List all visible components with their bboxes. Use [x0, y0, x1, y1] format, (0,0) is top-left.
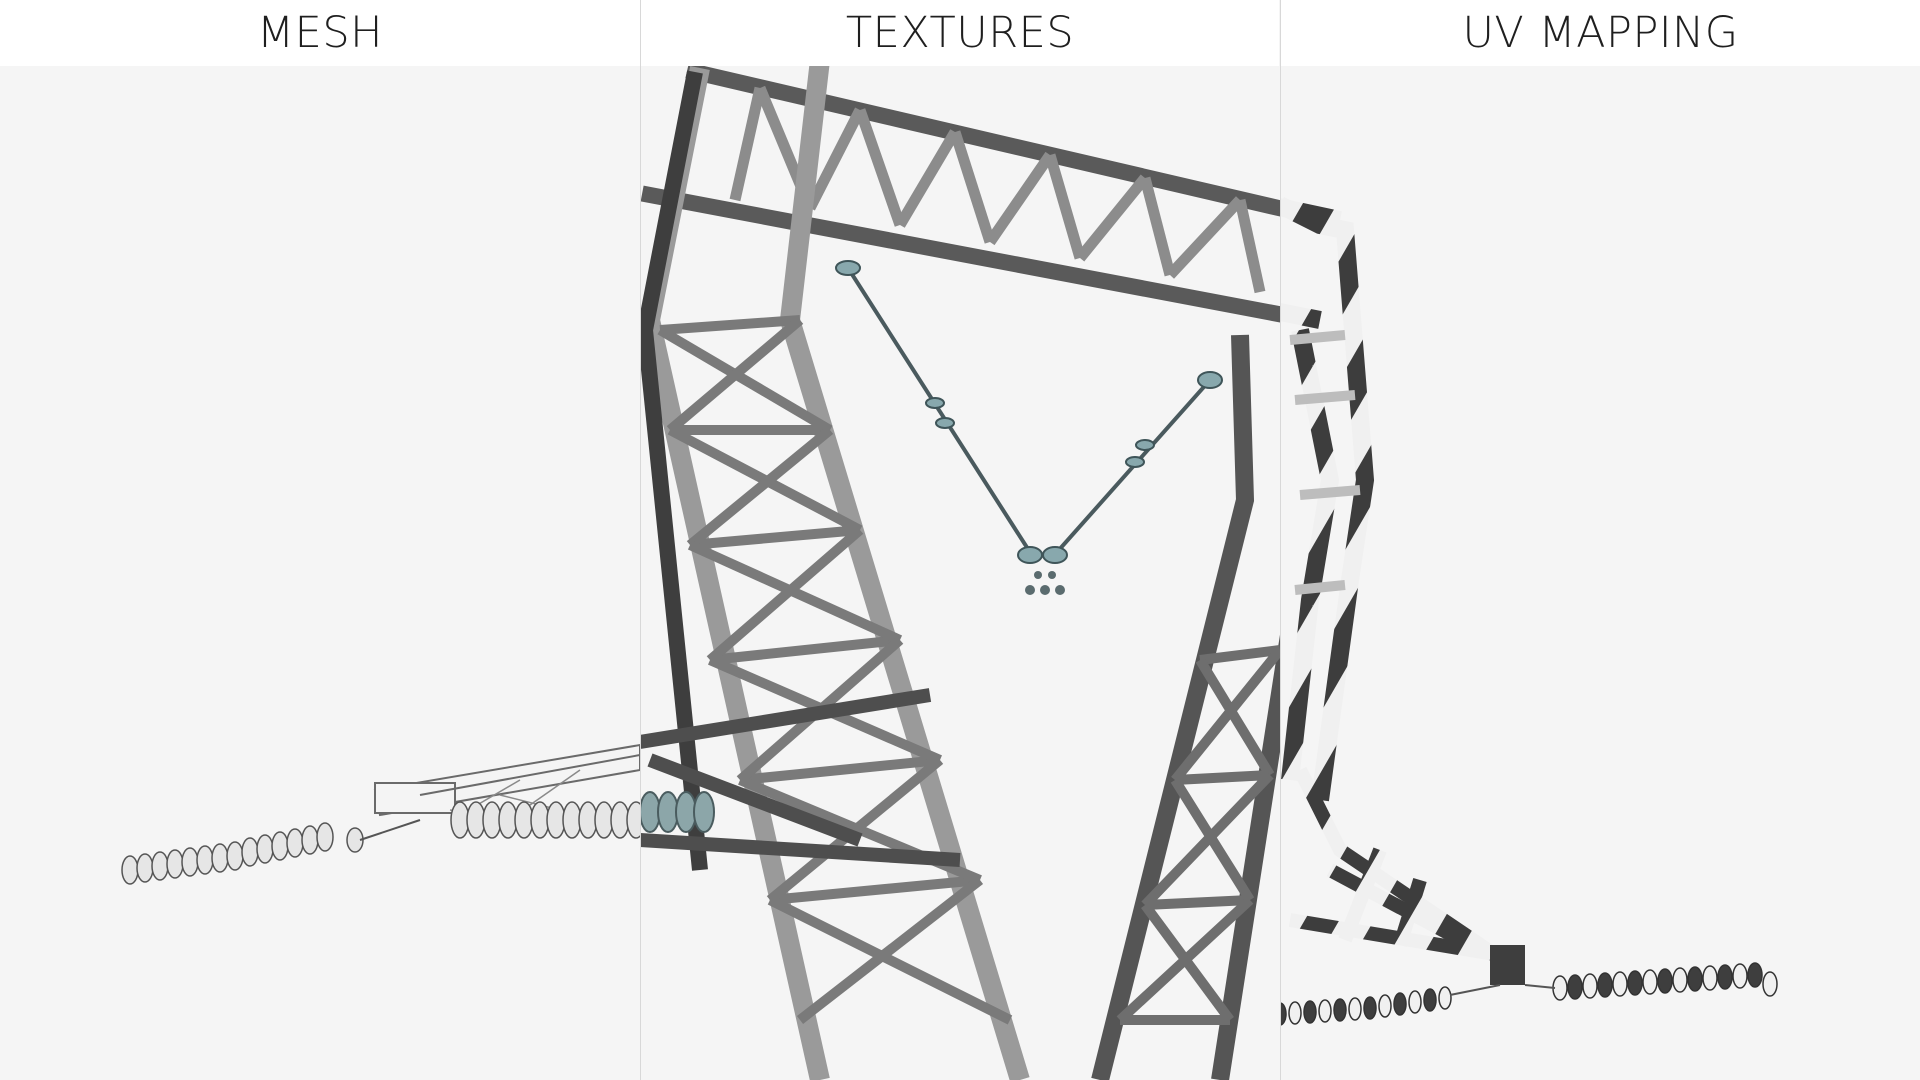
panel-divider [1280, 0, 1281, 1080]
mesh-panel-title: MESH [0, 0, 640, 66]
mesh-panel-render [121, 743, 640, 885]
uv-mapping-panel-title: UV MAPPING [1281, 0, 1920, 66]
textures-panel-render [640, 58, 1280, 1080]
textures-panel-title: TEXTURES [641, 0, 1279, 66]
uv-panel-render [1280, 196, 1778, 1026]
panel-divider [640, 0, 641, 1080]
